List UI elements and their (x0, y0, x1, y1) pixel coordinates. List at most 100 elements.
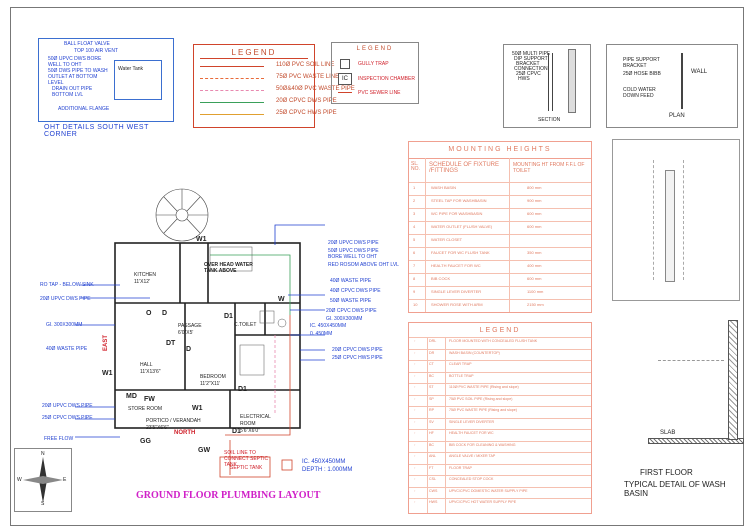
mounting-header-rule (409, 158, 591, 159)
basin-pipe (658, 360, 724, 362)
callout-left: 20Ø UPVC DWS PIPE (40, 296, 91, 302)
callout-right: IC. 450X450MM (310, 323, 347, 329)
oht-frame (38, 38, 174, 122)
legend-fittings: LEGEND GULLY TRAP IC INSPECTION CHAMBER … (331, 42, 419, 104)
oht-label-3: 50Ø UPVC DWS BORE WELL TO OHT (48, 56, 102, 68)
detail-wall (665, 170, 675, 282)
mounting-header-height: MOUNTING HT FROM F.F.L OF TOILET (513, 162, 585, 174)
room-toilet: C.TOILET (234, 322, 257, 328)
compass-n: N (41, 451, 45, 457)
oht-label-4: 50Ø DWS PIPE TO WASH OUTLET AT BOTTOM LE… (48, 68, 108, 86)
walls (114, 242, 301, 429)
callout-right: 40Ø WASTE PIPE (330, 278, 372, 284)
detail-pipe (683, 160, 685, 280)
tag-gg: GG (140, 438, 151, 445)
north-label: NORTH (174, 430, 196, 436)
tag-w: W (278, 296, 285, 303)
tag-w1: W1 (102, 370, 113, 377)
section-caption: SECTION (538, 117, 561, 123)
callout-left: 25Ø CPVC DWS PIPE (42, 415, 93, 421)
plan-wall-label: WALL (691, 69, 708, 75)
section-line: HWS (518, 76, 530, 82)
callout-right: 0. 450MM (310, 331, 333, 337)
legend-pipes-title: LEGEND (231, 48, 277, 57)
plan-detail: PIPE SUPPORT BRACKET 25Ø HOSE BIBB COLD … (606, 44, 738, 128)
washbasin-detail-frame (612, 139, 740, 301)
tag-fw: FW (144, 396, 155, 403)
compass-w: W (17, 477, 22, 483)
oht-label-2: TOP 100 AIR VENT (74, 48, 119, 54)
legend-fixtures-col (445, 337, 446, 513)
legend-title-rule (200, 58, 308, 59)
room-oht: OVER HEAD WATER TANK ABOVE (204, 262, 253, 274)
drawing-title: GROUND FLOOR PLUMBING LAYOUT (136, 490, 321, 501)
tag-w1: W1 (196, 236, 207, 243)
tag-d: D (186, 346, 192, 353)
section-wall (568, 49, 576, 113)
callout-left: FREE FLOW (44, 436, 74, 442)
section-line: 25Ø CPVC (516, 71, 541, 77)
plan-wall (681, 53, 683, 109)
pipe-runs (75, 224, 325, 475)
mounting-title: MOUNTING HEIGHTS (448, 146, 552, 153)
tag-o: O (146, 310, 152, 317)
spiral-staircase (155, 188, 209, 242)
tag-gw: GW (198, 447, 211, 454)
slab-label: SLAB (660, 430, 676, 436)
sewer-line-label: PVC SEWER LINE (358, 90, 401, 96)
legend-item: 50Ø&40Ø PVC WASTE PIPE (200, 85, 355, 95)
callout-left: 40Ø WASTE PIPE (46, 346, 88, 352)
tag-md: MD (126, 393, 137, 400)
tag-d1: D1 (238, 386, 247, 393)
plan-label: COLD WATER DOWN FEED (623, 87, 656, 99)
compass-rose (23, 457, 63, 503)
section-detail: 50Ø MULTI PIPE DIP SUPPORT BRACKET CONNE… (503, 44, 591, 128)
soil-line-note: SOIL LINE TO CONNECT SEPTIC TANK (224, 450, 269, 468)
callout-left: 20Ø UPVC DWS PIPE (42, 403, 93, 409)
legend-item: 20Ø CPVC DWS PIPE (200, 97, 337, 107)
oht-tank-label: Water Tank (118, 66, 144, 72)
legend-item: 110Ø PVC SOIL LINE (200, 61, 334, 71)
callout-right: 25Ø CPVC HWS PIPE (332, 355, 383, 361)
gully-trap-symbol (340, 59, 350, 69)
detail-caption-1: FIRST FLOOR (640, 468, 693, 477)
washbasin-section: SLAB FIRST FLOOR TYPICAL DETAIL OF WASH … (618, 300, 744, 498)
mounting-header-sl: SL. NO. (411, 161, 420, 172)
compass-e: E (63, 477, 67, 483)
callout-left: RO TAP - BELOW SINK (40, 282, 94, 288)
plan-label: PIPE SUPPORT BRACKET (623, 57, 660, 69)
callout-right: 20Ø UPVC DWS PIPE (328, 240, 379, 246)
slab-line (648, 438, 744, 444)
room-store: STORE ROOM (128, 406, 163, 412)
ic-note-1: IC. 450X450MM (302, 459, 346, 465)
fixtures (209, 246, 287, 376)
compass-s: S (41, 501, 45, 507)
section-pipe (548, 53, 553, 111)
tag-d: D (162, 310, 168, 317)
inspection-chamber-box (281, 459, 293, 471)
callout-right: 20Ø CPVC DWS PIPE (326, 308, 377, 314)
sewer-line-symbol (338, 92, 352, 93)
legend-item: 75Ø PVC WASTE LINE (200, 73, 339, 83)
